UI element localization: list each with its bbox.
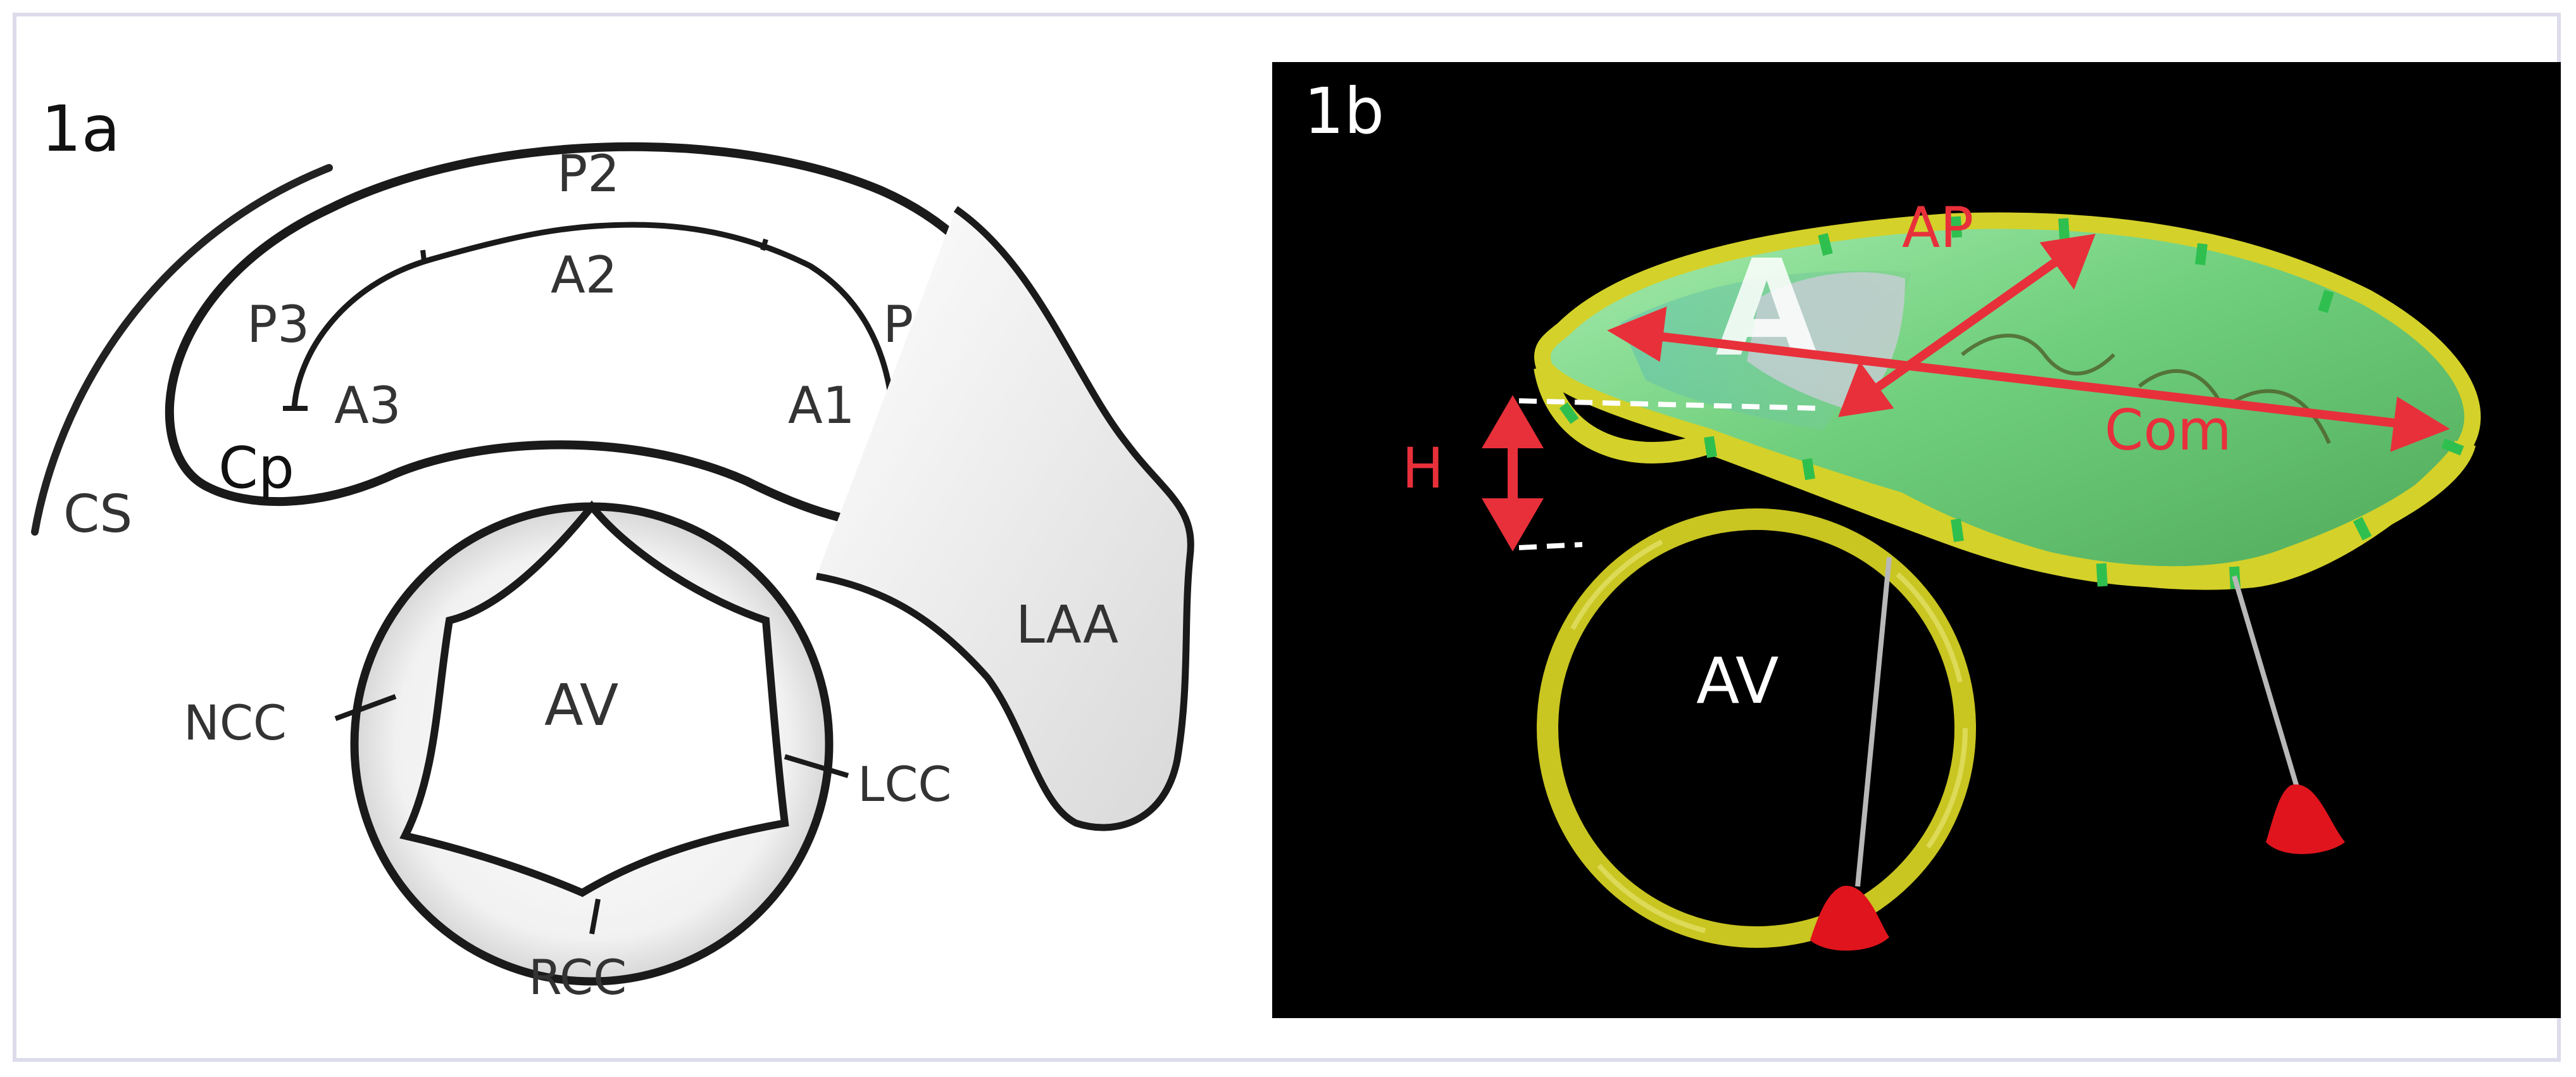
panel-1a-label: 1a — [41, 92, 120, 166]
rcc-label: RCC — [528, 949, 627, 1005]
av-label-1b: AV — [1696, 644, 1779, 718]
leaflet-p2-label: P2 — [557, 144, 620, 203]
lcc-label: LCC — [858, 756, 951, 812]
leaflet-a2-label: A2 — [551, 246, 618, 305]
laa-label: LAA — [1016, 595, 1118, 655]
h-label: H — [1402, 436, 1444, 501]
ap-label: AP — [1902, 195, 1973, 260]
av-label-1a: AV — [544, 672, 618, 739]
leaflet-a1-label: A1 — [788, 376, 855, 435]
panel-1a: 1a CS P2 A2 P3 A3 P1 A1 Cp Ca LAA AV NCC — [35, 92, 1191, 1005]
anterior-leaflet-letter: A — [1715, 231, 1818, 386]
ncc-label: NCC — [184, 695, 287, 751]
cs-label: CS — [63, 484, 132, 545]
cp-label: Cp — [218, 435, 294, 501]
com-label: Com — [2104, 398, 2232, 463]
panel-1b-label: 1b — [1304, 74, 1384, 148]
leaflet-p3-label: P3 — [247, 295, 309, 354]
panel-1b: 1b A AV — [1272, 62, 2561, 1018]
leaflet-a3-label: A3 — [334, 376, 401, 435]
